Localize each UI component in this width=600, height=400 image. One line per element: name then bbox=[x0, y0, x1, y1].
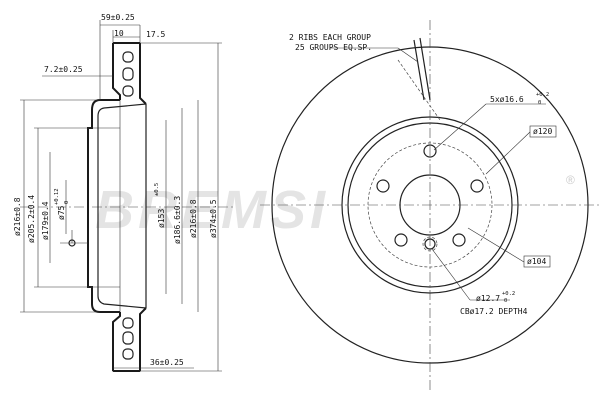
hat-inner bbox=[97, 103, 147, 309]
dim-216-left: ø216±0.8 bbox=[13, 197, 22, 236]
dim-75-tol2: 0 bbox=[64, 201, 70, 204]
dim-36: 36±0.25 bbox=[150, 358, 184, 367]
vent-slot bbox=[122, 348, 134, 360]
dim-75: ø75 bbox=[57, 205, 66, 220]
small-hole-tol-top: +0.2 bbox=[502, 291, 515, 297]
inner-label: ø104 bbox=[527, 257, 546, 266]
ribs-leader bbox=[397, 47, 419, 63]
inner-leader bbox=[467, 227, 525, 263]
bolt-holes-label: 5xø16.6 bbox=[490, 95, 524, 104]
bolt-leader bbox=[433, 103, 487, 151]
dim-10: 10 bbox=[114, 29, 124, 38]
pcd-box bbox=[529, 125, 557, 138]
bolt-hole bbox=[423, 144, 437, 158]
vent-slot bbox=[122, 331, 134, 345]
disc-lower-right bbox=[139, 307, 147, 371]
dim-186: ø186.6±0.3 bbox=[173, 196, 182, 244]
dim-75-tol: +0.12 bbox=[54, 188, 60, 205]
bolt-tol-bot: 0 bbox=[538, 100, 541, 106]
disc-outer-left bbox=[112, 43, 121, 100]
dim-153: ø153 bbox=[157, 209, 166, 228]
dim-59: 59±0.25 bbox=[101, 13, 135, 22]
small-hole-leader bbox=[431, 248, 471, 301]
section-view: 59±0.25 10 17.5 7.2±0.25 36±0.25 ø216±0.… bbox=[13, 13, 235, 372]
rib-indicator bbox=[413, 37, 431, 101]
disc-lower-left bbox=[112, 312, 121, 371]
bolt-tol-top: +0.2 bbox=[536, 92, 549, 98]
watermark-text: BREMSI bbox=[95, 180, 329, 240]
small-hole-tol-bot: 0 bbox=[504, 298, 507, 304]
ribs-note-line1: 2 RIBS EACH GROUP bbox=[289, 33, 371, 42]
bolt-hole bbox=[394, 233, 408, 247]
vent-slot bbox=[122, 51, 134, 63]
vent-slot bbox=[122, 85, 134, 97]
dim-216-right: ø216±0.8 bbox=[189, 199, 198, 238]
counterbore-label: CBø17.2 DEPTH4 bbox=[460, 307, 528, 316]
dim-17-5: 17.5 bbox=[146, 30, 165, 39]
front-view: 2 RIBS EACH GROUP 25 GROUPS EQ.SP. 5xø16… bbox=[260, 20, 600, 390]
dim-7-2: 7.2±0.25 bbox=[44, 65, 83, 74]
rib-leader bbox=[397, 59, 441, 121]
bolt-hole bbox=[470, 179, 484, 193]
inner-box bbox=[523, 255, 551, 268]
bolt-hole bbox=[376, 179, 390, 193]
pcd-label: ø120 bbox=[533, 127, 552, 136]
dim-179: ø179±0.4 bbox=[41, 201, 50, 240]
disc-outer-right bbox=[139, 43, 147, 105]
watermark-registered-mark: ® bbox=[566, 173, 575, 187]
dim-153-tol: ±0.5 bbox=[154, 183, 160, 196]
small-hole-label: ø12.7 bbox=[476, 294, 500, 303]
ribs-note-line2: 25 GROUPS EQ.SP. bbox=[295, 43, 372, 52]
pcd-leader bbox=[485, 131, 531, 175]
vent-slot bbox=[122, 67, 134, 81]
bolt-hole bbox=[452, 233, 466, 247]
dim-205: ø205.2±0.4 bbox=[27, 195, 36, 243]
hat-outer bbox=[87, 99, 120, 313]
dim-374: ø374±0.5 bbox=[209, 199, 218, 238]
vent-slot bbox=[122, 317, 134, 329]
